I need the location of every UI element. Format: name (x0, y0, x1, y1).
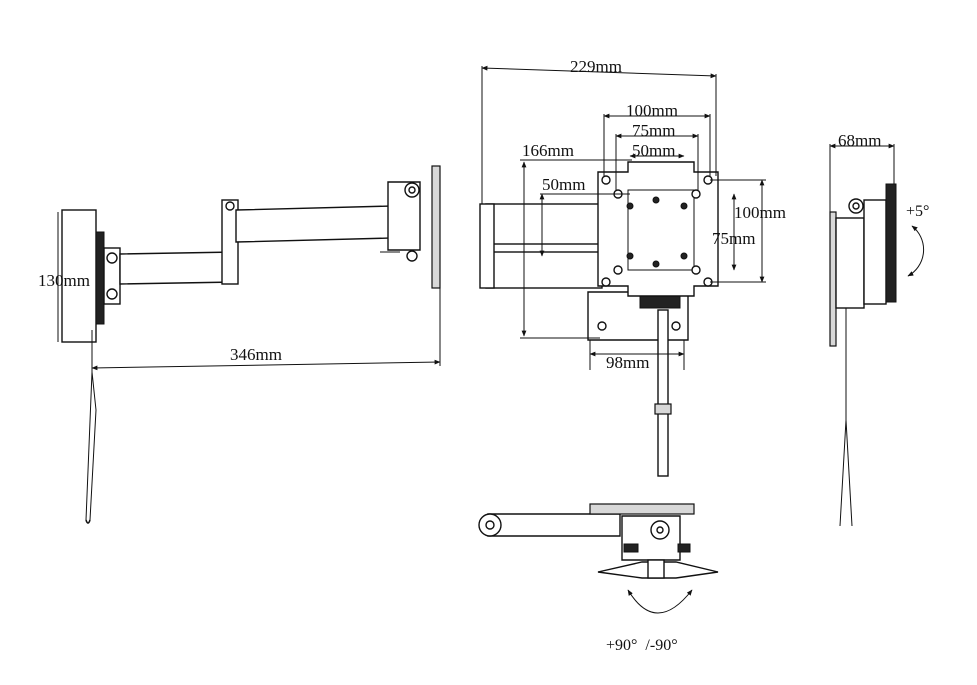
side-cord-end (85, 519, 91, 524)
vesa-50-horizontal-label: 50mm (632, 141, 675, 160)
swivel-arc (627, 589, 693, 614)
vesa-hole (680, 202, 688, 210)
top-arm (487, 513, 621, 537)
side-cord (85, 330, 97, 521)
front-arm-lower (485, 251, 603, 289)
vesa-100-vertical-label: 100mm (734, 203, 786, 222)
vesa-hole (613, 265, 623, 275)
side-bracket-bolt (406, 250, 418, 262)
side-view: 130mm 346mm (38, 165, 441, 524)
vesa-hole (691, 265, 701, 275)
wall-plate-width-label: 98mm (606, 353, 649, 372)
profile-depth-label: 68mm (838, 131, 881, 150)
top-head (621, 515, 681, 561)
tilt-arc (907, 225, 925, 277)
vesa-center-hole (652, 196, 660, 204)
vesa-hole (626, 202, 634, 210)
vesa-50-vertical-label: 50mm (542, 175, 585, 194)
profile-wall-plate (829, 211, 837, 347)
side-head-bolt (106, 252, 118, 264)
profile-cord (839, 308, 853, 527)
side-height-label: 130mm (38, 271, 90, 290)
side-elbow-bolt (225, 201, 235, 211)
side-extension-label: 346mm (230, 345, 282, 364)
tilt-angle-label: +5° (906, 203, 929, 220)
vesa-hole (691, 189, 701, 199)
profile-view: 68mm +5° (829, 131, 929, 527)
swivel-angle-label: +90° /-90° (606, 637, 678, 654)
side-bracket-pivot-inner (408, 186, 416, 194)
top-head-pivot-inner (656, 526, 664, 534)
front-width-label: 229mm (570, 57, 622, 76)
top-base-joint (647, 559, 665, 579)
side-wall-bracket (387, 181, 421, 251)
side-upper-arm (235, 205, 393, 243)
vesa-hole (601, 277, 611, 287)
front-wall-plate-hole (597, 321, 607, 331)
front-view: 229mm 100mm 75mm 50mm 166mm 50mm 100mm 7… (479, 57, 786, 477)
side-head-bolt (106, 288, 118, 300)
side-plate-bracket (95, 231, 105, 325)
profile-bracket (835, 217, 865, 309)
front-width-dimension-line (481, 65, 717, 79)
vesa-100-horizontal-label: 100mm (626, 101, 678, 120)
front-wall-plate-hole (671, 321, 681, 331)
vesa-hole (680, 252, 688, 260)
profile-head (863, 199, 887, 305)
front-arm-upper (485, 203, 603, 245)
vesa-center-hole (652, 260, 660, 268)
front-arm-elbow (479, 203, 495, 289)
front-cord-clip (654, 403, 672, 415)
vesa-75-vertical-label: 75mm (712, 229, 755, 248)
top-view: +90° /-90° (478, 503, 719, 654)
top-arm-end-inner (485, 520, 495, 530)
front-height-label: 166mm (522, 141, 574, 160)
top-head-bolt (623, 543, 639, 553)
top-head-bolt (677, 543, 691, 553)
vesa-75-horizontal-label: 75mm (632, 121, 675, 140)
front-cord (657, 309, 669, 477)
profile-tv-plate (885, 183, 897, 303)
side-tv-plate (61, 209, 97, 343)
side-lower-arm (119, 251, 237, 285)
side-extension-dimension-line (91, 359, 441, 371)
vesa-hole (601, 175, 611, 185)
profile-pivot-inner (852, 202, 860, 210)
top-tv-plate (589, 503, 695, 515)
side-wall-plate (431, 165, 441, 289)
vesa-hole (626, 252, 634, 260)
